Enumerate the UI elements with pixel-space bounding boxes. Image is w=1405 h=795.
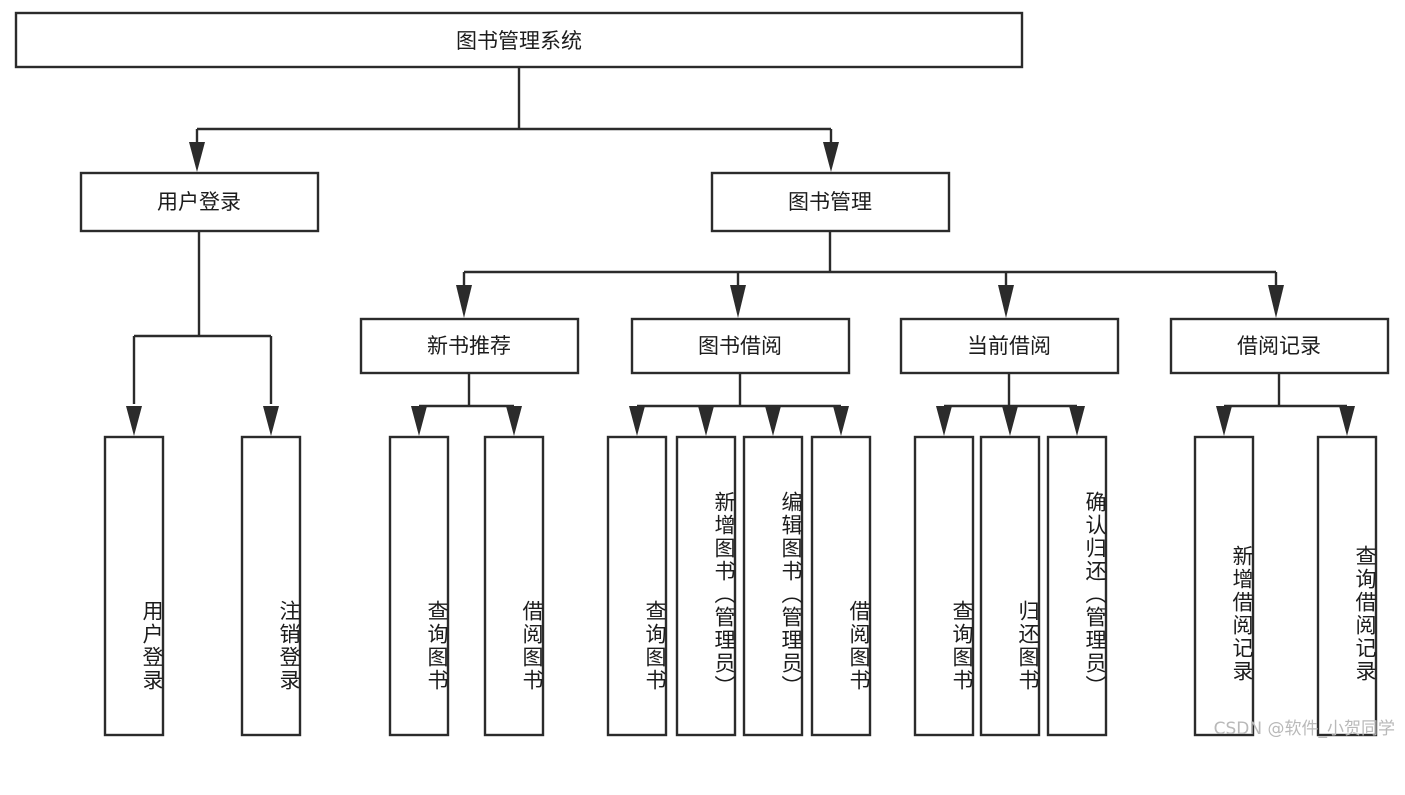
leaf-box-borrow-book-2[interactable] [810,435,872,737]
leaf-box-edit-book[interactable] [742,435,804,737]
node-book-management-label: 图书管理 [788,190,872,214]
diagram-canvas: 图书管理系统 用户登录 图书管理 新书推荐 [14,11,1395,739]
arrowhead-new-book-recommend [456,285,472,318]
leaf-box-add-record[interactable] [1193,435,1255,737]
node-borrow-record[interactable] [1169,317,1390,375]
arrowhead-leaf-add-book [698,406,714,436]
node-current-borrow[interactable] [899,317,1120,375]
leaf-box-query-book-3[interactable] [913,435,975,737]
node-root-label: 图书管理系统 [456,29,582,53]
arrowhead-book-management [823,142,839,172]
arrowhead-leaf-edit-book [765,406,781,436]
leaf-box-confirm-return[interactable] [1046,435,1108,737]
arrowhead-leaf-borrow-book-1 [506,406,522,436]
arrowhead-leaf-query-book-3 [936,406,952,436]
node-book-management[interactable] [710,171,951,233]
arrowhead-leaf-confirm-return [1069,406,1085,436]
leaf-box-add-book[interactable] [675,435,737,737]
arrowhead-leaf-query-book-2 [629,406,645,436]
node-borrow-record-label: 借阅记录 [1237,334,1321,358]
arrowhead-current-borrow [998,285,1014,318]
node-book-borrow-label: 图书借阅 [698,334,782,358]
arrowhead-leaf-query-book-1 [411,406,427,436]
node-user-login-label: 用户登录 [157,190,241,214]
org-chart-svg: 图书管理系统 用户登录 图书管理 新书推荐 [14,11,1390,737]
arrowhead-user-login [189,142,205,172]
arrowhead-borrow-record [1268,285,1284,318]
leaf-box-user-login[interactable] [103,435,165,737]
arrowhead-leaf-logout-login [263,406,279,436]
node-root-book-management-system[interactable] [14,11,1024,69]
node-current-borrow-label: 当前借阅 [967,334,1051,358]
arrowhead-book-borrow [730,285,746,318]
arrowhead-leaf-add-record [1216,406,1232,436]
arrowhead-leaf-query-record [1339,406,1355,436]
arrowhead-leaf-return-book [1002,406,1018,436]
arrowhead-leaf-borrow-book-2 [833,406,849,436]
node-new-book-recommend[interactable] [359,317,580,375]
leaf-box-query-record[interactable] [1316,435,1378,737]
leaf-box-query-book-1[interactable] [388,435,450,737]
leaf-box-logout-login[interactable] [240,435,302,737]
node-book-borrow[interactable] [630,317,851,375]
leaf-box-borrow-book-1[interactable] [483,435,545,737]
leaf-box-query-book-2[interactable] [606,435,668,737]
arrowhead-leaf-user-login [126,406,142,436]
node-new-book-recommend-label: 新书推荐 [427,334,511,358]
leaf-box-return-book[interactable] [979,435,1041,737]
